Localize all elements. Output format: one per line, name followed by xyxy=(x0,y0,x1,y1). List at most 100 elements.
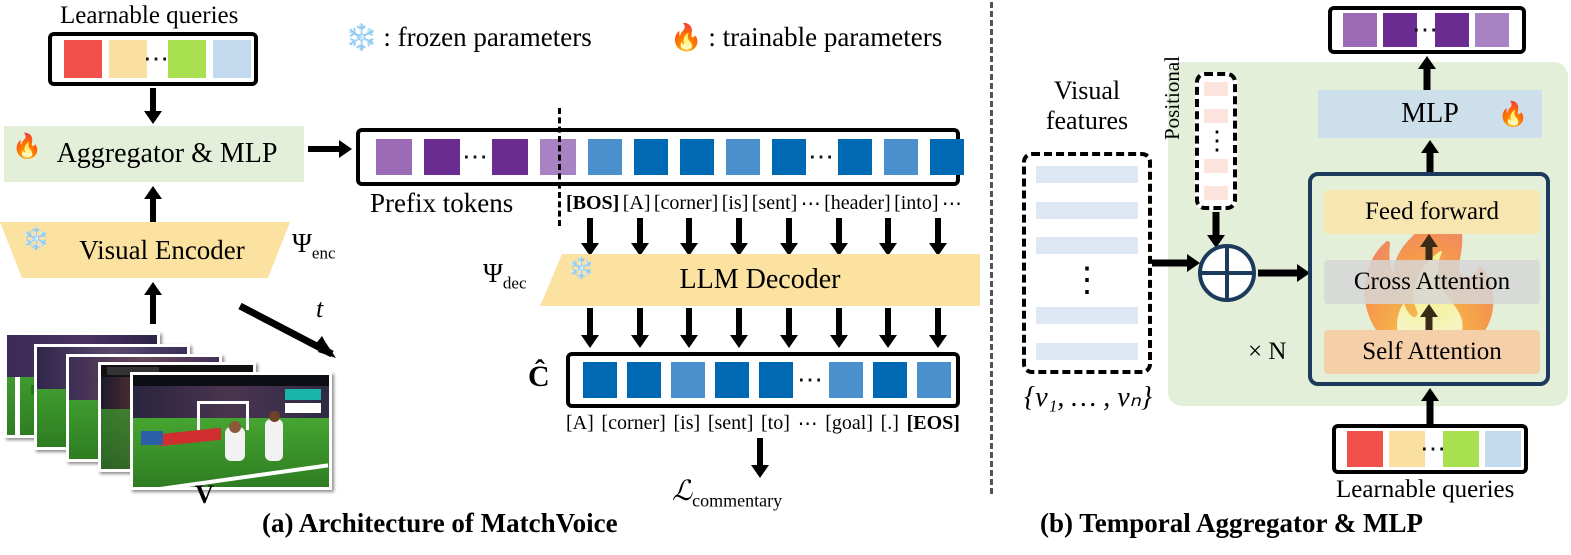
feature-row xyxy=(1036,342,1138,360)
cross-attention-label: Cross Attention xyxy=(1353,268,1511,295)
arrow-mlp-to-output xyxy=(1416,56,1438,92)
feed-forward-label: Feed forward xyxy=(1365,198,1499,225)
output-symbol: Ĉ xyxy=(528,360,550,393)
token-label: ⋯ xyxy=(800,192,821,215)
panel-divider xyxy=(990,2,993,494)
self-attention-box: Self Attention xyxy=(1324,330,1540,374)
token-label: [.] xyxy=(880,411,899,434)
flow-arrow xyxy=(878,218,898,256)
video-label: V xyxy=(195,480,214,509)
learnable-queries-strip-b: ⋯ xyxy=(1332,424,1528,474)
flow-arrow xyxy=(928,218,948,256)
arrow-block-to-mlp xyxy=(1419,140,1441,174)
arrow-positional-to-plus xyxy=(1205,212,1227,248)
token-square xyxy=(63,40,102,78)
visual-features-box: ⋮ xyxy=(1022,152,1152,374)
flow-arrow xyxy=(829,308,849,348)
token-label: [sent] xyxy=(751,191,798,214)
aggregator-mlp-label: Aggregator & MLP xyxy=(56,138,278,169)
token-square xyxy=(873,362,907,398)
arrow-encoder-to-aggregator xyxy=(142,186,164,226)
snowflake-icon: ❄️ xyxy=(345,22,378,52)
token-square xyxy=(1443,431,1479,467)
flow-arrow xyxy=(928,308,948,348)
legend-trainable: 🔥 : trainable parameters xyxy=(670,22,942,53)
token-label: [EOS] xyxy=(906,411,960,434)
visual-features-line1: Visual xyxy=(1053,76,1121,105)
feed-forward-box: Feed forward xyxy=(1324,190,1540,234)
loss-label: ℒcommentary xyxy=(672,474,782,512)
arrow-plus-to-block xyxy=(1258,262,1310,284)
psi-glyph: Ψ xyxy=(292,228,312,258)
arrows-into-decoder xyxy=(566,218,962,256)
token-square xyxy=(167,40,206,78)
feature-row xyxy=(1036,166,1138,183)
token-square xyxy=(376,139,412,175)
arrow-queries-to-block xyxy=(1419,388,1441,426)
positional-encoding-box: ⋮ xyxy=(1195,72,1237,210)
flow-arrow xyxy=(630,308,650,348)
token-square xyxy=(634,139,668,175)
ellipsis-dots: ⋯ xyxy=(143,44,171,73)
token-label: [header] xyxy=(824,191,891,214)
token-square xyxy=(759,362,793,398)
video-frame-front xyxy=(130,372,332,490)
flow-arrow xyxy=(729,308,749,348)
visual-features-line2: features xyxy=(1045,105,1129,135)
token-label: [to] xyxy=(761,411,790,434)
flame-icon: 🔥 xyxy=(12,134,42,160)
learnable-queries-label-a: Learnable queries xyxy=(60,2,239,29)
token-label: [into] xyxy=(894,191,939,214)
arrow-self-to-cross xyxy=(1418,304,1440,330)
flow-arrow xyxy=(580,308,600,348)
video-frame-stack xyxy=(4,332,364,490)
positional-row xyxy=(1204,159,1228,174)
token-square xyxy=(583,362,617,398)
token-label: [goal] xyxy=(825,411,873,434)
prefix-text-divider xyxy=(558,108,561,226)
legend-frozen-text: : frozen parameters xyxy=(383,22,592,52)
arrow-cross-to-feedforward xyxy=(1418,234,1440,260)
token-square xyxy=(884,139,918,175)
positional-label: Positional xyxy=(1160,55,1184,140)
token-square xyxy=(772,139,806,175)
feature-row xyxy=(1036,201,1138,219)
ellipsis-dots: ⋯ xyxy=(797,365,825,394)
psi-enc-subscript: enc xyxy=(311,243,336,263)
token-square xyxy=(212,40,251,78)
visual-features-label: Visual features xyxy=(1012,76,1162,136)
token-square xyxy=(715,362,749,398)
visual-encoder-label: Visual Encoder xyxy=(79,234,245,265)
legend-frozen: ❄️ : frozen parameters xyxy=(345,22,592,53)
time-axis-label: t xyxy=(316,294,324,323)
psi-dec-symbol: Ψdec xyxy=(483,258,527,293)
ellipsis-dots: ⋯ xyxy=(462,142,490,171)
flow-arrow xyxy=(779,218,799,256)
token-square xyxy=(108,40,147,78)
flow-arrow xyxy=(679,308,699,348)
token-label: [corner] xyxy=(653,191,719,214)
flow-arrow xyxy=(878,308,898,348)
token-label: [corner] xyxy=(601,411,666,434)
token-square xyxy=(671,362,705,398)
input-token-labels: [BOS][A][corner][is][sent]⋯[header][into… xyxy=(566,190,962,216)
prefix-tokens-label: Prefix tokens xyxy=(370,188,514,218)
arrow-features-to-plus xyxy=(1152,252,1200,274)
snowflake-icon: ❄️ xyxy=(568,256,595,280)
panel-b-caption: (b) Temporal Aggregator & MLP xyxy=(1040,508,1423,538)
token-label: [A] xyxy=(622,191,651,214)
repeat-n-label: × N xyxy=(1248,338,1287,365)
arrow-aggregator-to-prefix xyxy=(308,138,352,160)
token-square xyxy=(838,139,872,175)
llm-decoder-label: LLM Decoder xyxy=(679,264,841,295)
feature-row xyxy=(1036,237,1138,255)
legend-trainable-text: : trainable parameters xyxy=(708,22,943,52)
token-label: [BOS] xyxy=(566,191,620,214)
flow-arrow xyxy=(679,218,699,256)
token-label: ⋯ xyxy=(797,412,818,435)
panel-b-output-token-strip: ⋯ xyxy=(1328,6,1526,54)
psi-enc-symbol: Ψenc xyxy=(292,228,336,263)
flow-arrow xyxy=(580,218,600,256)
vertical-ellipsis: ⋮ xyxy=(1204,126,1230,156)
